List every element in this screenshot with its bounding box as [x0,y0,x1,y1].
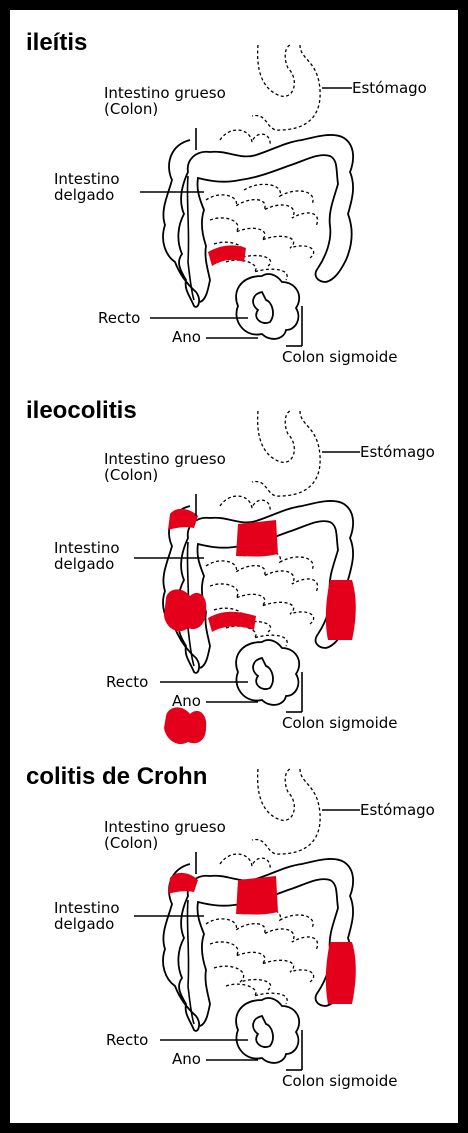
lesion-transverse [236,520,278,557]
panel-title: ileítis [26,29,87,56]
panel-ileocolitis: ileocolitis Intestino grueso (Colon) Int… [26,397,435,732]
panel-title: ileocolitis [26,397,137,424]
lesion-cecum [164,707,206,744]
label-stomach: Estómago [352,79,427,97]
lesion-ileum [208,245,246,266]
label-sigmoid: Colon sigmoide [282,714,397,732]
label-colon-2: (Colon) [104,466,158,484]
label-rectum: Recto [98,309,140,327]
label-stomach: Estómago [360,801,435,819]
label-small-2: delgado [54,186,114,204]
lesion-descending [326,580,356,640]
label-colon-2: (Colon) [104,834,158,852]
label-stomach: Estómago [360,443,435,461]
label-sigmoid: Colon sigmoide [282,1072,397,1090]
label-rectum: Recto [106,1031,148,1049]
label-rectum: Recto [106,673,148,691]
panel-crohn-colitis: colitis de Crohn Intestino grueso (Colon… [26,707,435,1090]
panel-ileitis: ileítis Intestino grueso (Colon) Intesti… [26,29,427,366]
lesion-descending [326,942,356,1004]
label-anus: Ano [172,692,201,710]
lesion-hepatic [168,509,198,530]
lesion-transverse [236,876,278,915]
label-colon-2: (Colon) [104,100,158,118]
lesion-ileum [208,612,256,632]
label-anus: Ano [172,328,201,346]
label-small-2: delgado [54,555,114,573]
panel-title: colitis de Crohn [26,763,207,790]
lesion-cecum [164,589,206,631]
label-sigmoid: Colon sigmoide [282,348,397,366]
label-anus: Ano [172,1050,201,1068]
lesion-hepatic [168,873,198,894]
label-small-2: delgado [54,915,114,933]
